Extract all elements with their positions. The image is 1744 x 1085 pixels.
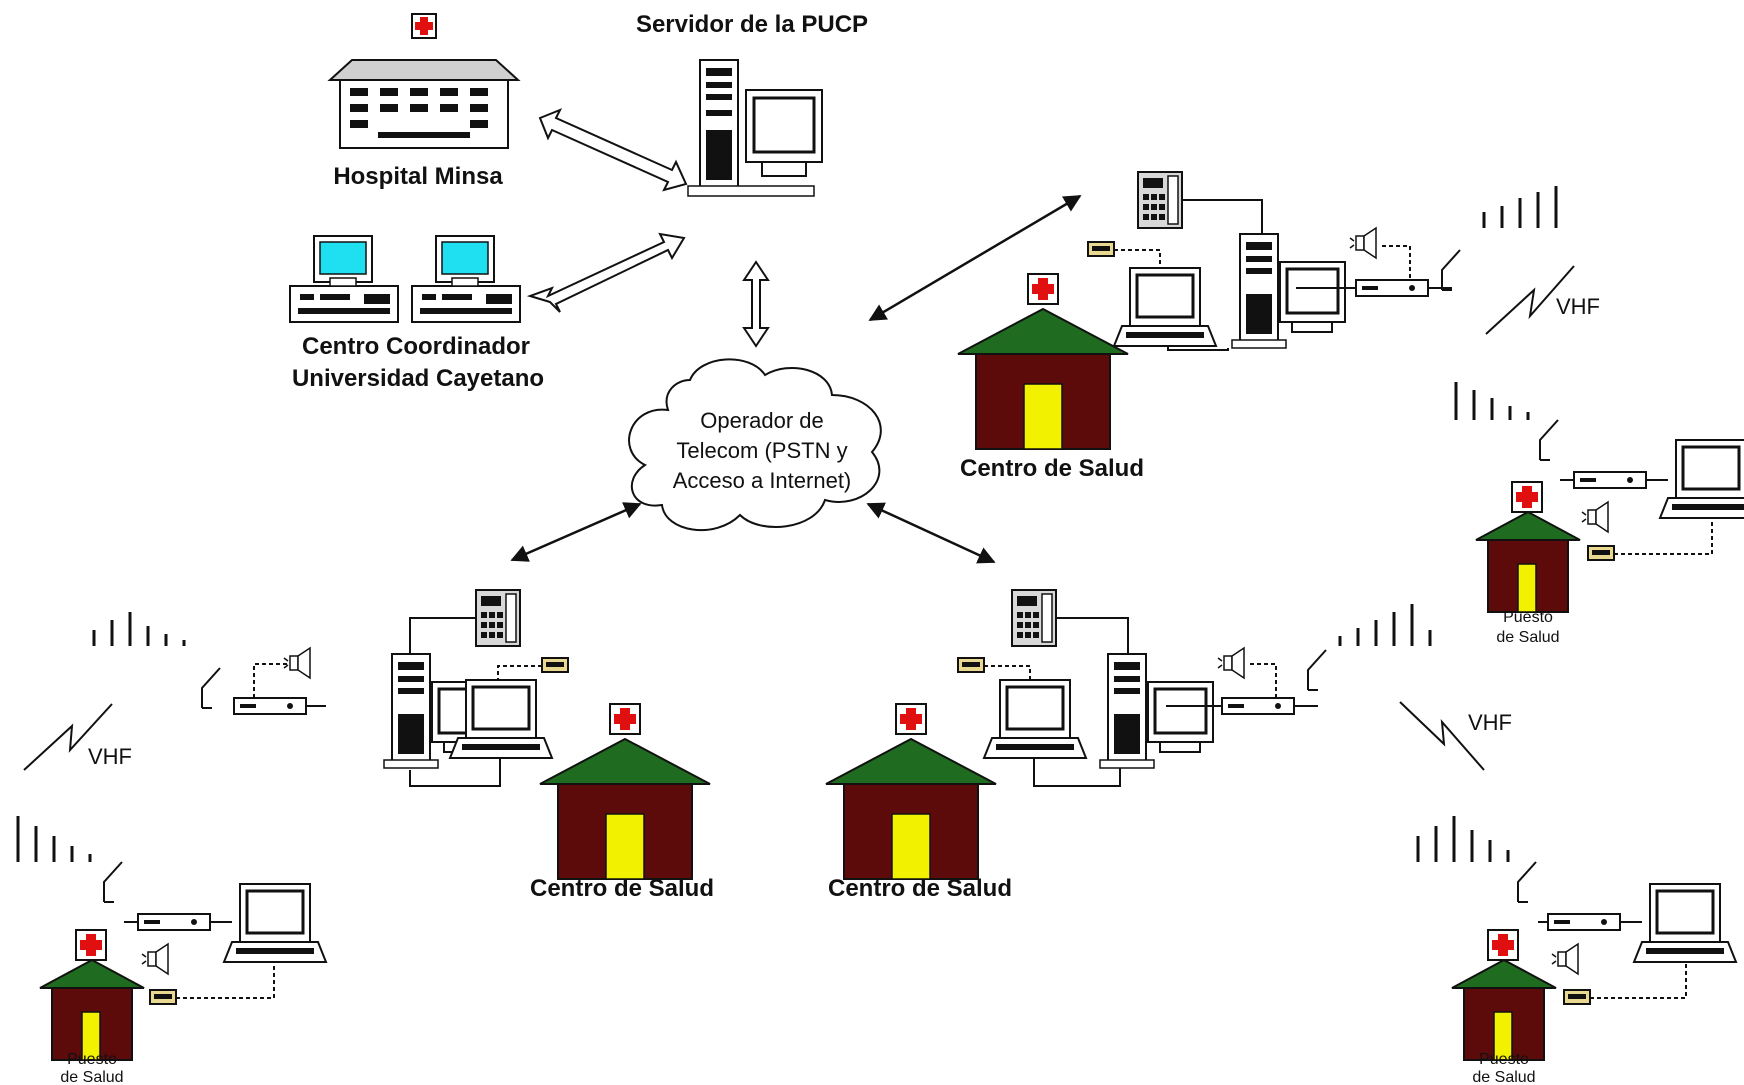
health-post-right-upper: [1454, 382, 1744, 613]
health-post-left-lower: [16, 816, 328, 1061]
vhf-link-left: VHF: [23, 703, 132, 771]
cloud-text-line3: Acceso a Internet): [673, 468, 852, 493]
hospital-server-link: [526, 108, 688, 313]
cloud-text-line1: Operador de: [700, 408, 824, 433]
health-center-left-label: Centro de Salud: [530, 875, 714, 902]
server-computer: [687, 59, 823, 197]
health-post-left-lower-label-line1: Puesto: [67, 1051, 117, 1068]
server-cloud-link: [742, 260, 770, 348]
coordinator-label-line1: Centro Coordinador: [302, 333, 530, 360]
coordinator-workstations: [289, 235, 521, 323]
vhf-label: VHF: [1468, 710, 1512, 735]
telecom-cloud: [628, 358, 882, 531]
health-center-middle: [825, 589, 1432, 880]
health-post-left-lower-label-line2: de Salud: [60, 1069, 123, 1085]
health-post-right-upper-label-line2: de Salud: [1496, 629, 1559, 646]
cloud-to-right-center-link: [868, 194, 1082, 322]
vhf-link-right-upper: VHF: [1485, 265, 1600, 335]
health-post-right-upper-label-line1: Puesto: [1503, 609, 1553, 626]
vhf-label: VHF: [1556, 294, 1600, 319]
hospital-label: Hospital Minsa: [333, 163, 503, 190]
cloud-to-middle-center-link: [866, 502, 996, 564]
health-post-right-lower-label-line2: de Salud: [1472, 1069, 1535, 1085]
vhf-link-right-lower: VHF: [1399, 701, 1512, 771]
health-post-right-lower: [1416, 816, 1738, 1061]
health-post-right-lower-label-line1: Puesto: [1479, 1051, 1529, 1068]
health-center-middle-label: Centro de Salud: [828, 875, 1012, 902]
health-center-right: [957, 171, 1558, 450]
coordinator-label-line2: Universidad Cayetano: [292, 365, 544, 392]
cloud-to-left-center-link: [510, 502, 642, 562]
hospital-building: [327, 13, 521, 149]
cloud-text-line2: Telecom (PSTN y: [676, 438, 847, 463]
server-label: Servidor de la PUCP: [636, 11, 868, 38]
health-center-left: [92, 589, 711, 880]
health-center-right-label: Centro de Salud: [960, 455, 1144, 482]
vhf-label: VHF: [88, 744, 132, 769]
